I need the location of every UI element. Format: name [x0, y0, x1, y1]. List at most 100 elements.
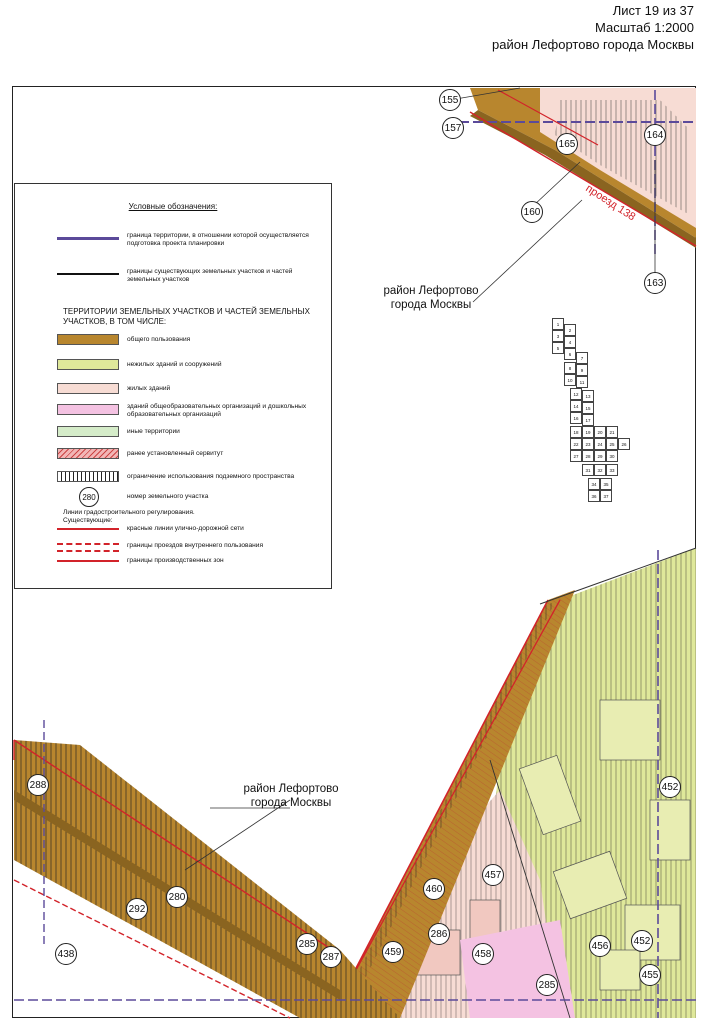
sheet-cell: 7 [576, 352, 588, 364]
district-label-top-line2: города Москвы [390, 299, 472, 311]
zone-public-label: общего пользования [127, 336, 191, 343]
parcel-287: 287 [320, 946, 342, 968]
sheet-cell: 22 [570, 438, 582, 450]
parcel-number-sample: 280 [79, 487, 99, 507]
sheet-cell: 28 [582, 450, 594, 462]
internal-road-swatch [57, 543, 119, 552]
sheet-cell: 6 [564, 348, 576, 360]
zone-school-label: зданий общеобразовательных организаций и… [127, 403, 307, 418]
sheet-cell: 18 [570, 426, 582, 438]
sheet-cell: 21 [606, 426, 618, 438]
sheet-cell: 1 [552, 318, 564, 330]
swatch-other [57, 426, 119, 437]
sheet-cell: 16 [570, 412, 582, 424]
sheet-cell: 33 [606, 464, 618, 476]
sheet-cell: 3 [552, 330, 564, 342]
map-fragment-top: проезд 138 [445, 87, 697, 303]
zone-servitude-label: ранее установленный сервитут [127, 450, 224, 457]
sheet-cell: 10 [564, 374, 576, 386]
parcel-456: 456 [589, 935, 611, 957]
parcel-457: 457 [482, 864, 504, 886]
parcel-165: 165 [556, 133, 578, 155]
sheet-cell: 5 [552, 342, 564, 354]
parcel-160: 160 [521, 201, 543, 223]
swatch-school [57, 404, 119, 415]
sheet-cell: 11 [576, 376, 588, 388]
district-label-top: район Лефортово города Москвы [372, 284, 490, 312]
sheet-cell: 29 [594, 450, 606, 462]
parcel-285-road: 285 [296, 933, 318, 955]
sheet-number: Лист 19 из 37 [612, 3, 694, 18]
parcel-285: 285 [536, 974, 558, 996]
sheet-cell: 27 [570, 450, 582, 462]
line-industrial-label: границы производственных зон [127, 557, 224, 564]
sheet-cell: 35 [600, 478, 612, 490]
district-title: район Лефортово города Москвы [492, 37, 694, 52]
sheet-header: Лист 19 из 37 Масштаб 1:2000 район Лефор… [492, 2, 694, 53]
boundary-line-swatch [57, 237, 119, 240]
parcel-280: 280 [166, 886, 188, 908]
sheet-cell: 20 [594, 426, 606, 438]
map-scale: Масштаб 1:2000 [595, 20, 694, 35]
swatch-underground [57, 471, 119, 482]
legend-heading: ТЕРРИТОРИИ ЗЕМЕЛЬНЫХ УЧАСТКОВ И ЧАСТЕЙ З… [63, 307, 310, 326]
map-legend: Условные обозначения: граница территории… [14, 183, 332, 589]
legend-parcel-label: границы существующих земельных участков … [127, 268, 293, 283]
legend-title: Условные обозначения: [128, 202, 218, 211]
sheet-cell: 30 [606, 450, 618, 462]
sheet-cell: 13 [582, 390, 594, 402]
parcel-286: 286 [428, 923, 450, 945]
parcel-164: 164 [644, 124, 666, 146]
parcel-288-left: 288 [27, 774, 49, 796]
parcel-459: 459 [382, 941, 404, 963]
district-label-bottom-line2: города Москвы [250, 797, 332, 809]
map-fragment-bottom [13, 547, 697, 1019]
parcel-452-low: 452 [631, 930, 653, 952]
parcel-157: 157 [442, 117, 464, 139]
district-label-bottom: район Лефортово города Москвы [232, 782, 350, 810]
sheet-cell: 9 [576, 364, 588, 376]
line-internal-label: границы проездов внутреннего пользования [127, 542, 264, 549]
sheet-cell: 4 [564, 336, 576, 348]
sheet-cell: 15 [582, 402, 594, 414]
swatch-nonresidential [57, 359, 119, 370]
parcel-number-label: номер земельного участка [127, 493, 209, 500]
swatch-servitude [57, 448, 119, 459]
parcel-452-high: 452 [659, 776, 681, 798]
swatch-public [57, 334, 119, 345]
sheet-cell: 24 [594, 438, 606, 450]
sheet-cell: 14 [570, 400, 582, 412]
zone-underground-label: ограничение использования подземного про… [127, 473, 295, 480]
parcel-438: 438 [55, 943, 77, 965]
sheet-cell: 25 [606, 438, 618, 450]
zone-other-label: иные территории [127, 428, 180, 435]
sheet-cell: 32 [594, 464, 606, 476]
zone-residential-label: жилых зданий [127, 385, 171, 392]
line-red-label: красные линии улично-дорожной сети [127, 525, 244, 532]
parcel-155: 155 [439, 89, 461, 111]
district-label-top-line1: район Лефортово [383, 285, 479, 297]
district-label-bottom-line1: район Лефортово [243, 783, 339, 795]
parcel-292: 292 [126, 898, 148, 920]
parcel-line-swatch [57, 273, 119, 275]
parcel-460: 460 [423, 878, 445, 900]
regulation-heading: Линии градостроительного регулирования. [63, 509, 195, 516]
sheet-cell: 8 [564, 362, 576, 374]
sheet-cell: 34 [588, 478, 600, 490]
sheet-cell: 31 [582, 464, 594, 476]
sheet-cell: 36 [588, 490, 600, 502]
parcel-455: 455 [639, 964, 661, 986]
sheet-cell: 37 [600, 490, 612, 502]
sheet-cell: 23 [582, 438, 594, 450]
sheet-cell: 17 [582, 414, 594, 426]
industrial-line-swatch [57, 560, 119, 562]
sheet-cell: 19 [582, 426, 594, 438]
parcel-163: 163 [644, 272, 666, 294]
legend-boundary-label: граница территории, в отношении которой … [127, 232, 309, 247]
existing-heading: Существующие: [63, 517, 113, 524]
sheet-cell: 2 [564, 324, 576, 336]
red-line-swatch [57, 528, 119, 530]
sheet-cell: 26 [618, 438, 630, 450]
zone-nonresidential-label: нежилых зданий и сооружений [127, 361, 222, 368]
